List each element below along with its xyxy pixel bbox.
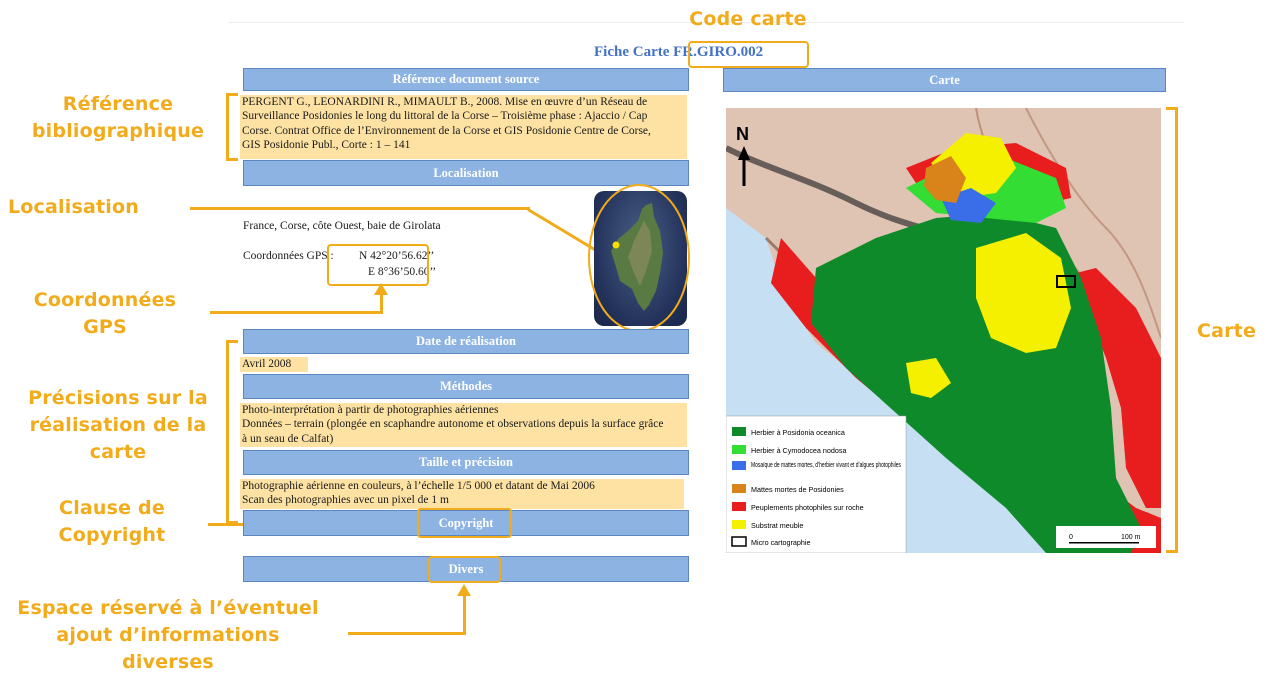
micro-cartography-box [1056,275,1076,288]
legend-label-red: Peuplements photophiles sur roche [751,503,864,512]
code-highlight-box [688,41,809,68]
annotation-coordonnees: Coordonnées GPS [33,289,177,338]
map-contour-2 [1025,108,1161,339]
habitat-substrat-central [976,233,1071,353]
legend-swatch-mosaic [732,461,746,470]
legend-swatch-substrat [732,520,746,529]
legend-label-mosaic: Mosaïque de mattes mortes, d’herbier viv… [751,460,901,469]
legend-label-substrat: Substrat meuble [751,521,803,530]
legend-label-posidonia: Herbier à Posidonia oceanica [751,428,845,437]
arrowhead-espace [457,584,471,596]
connector-espace-up [463,590,466,635]
connector-coordonnees-up [380,290,383,314]
reference-text: PERGENT G., LEONARDINI R., MIMAULT B., 2… [240,95,687,159]
legend-label-mattes: Mattes mortes de Posidonies [751,485,844,494]
north-arrow-icon [738,146,750,160]
north-label: N [736,124,749,144]
gps-lon: E 8°36’50.60’’ [368,266,437,278]
annotation-reference: Référence bibliographique [31,93,205,142]
section-bar-taille: Taille et précision [243,450,689,475]
legend-swatch-posidonia [732,427,746,436]
annotation-code-carte: Code carte [689,8,807,30]
annotation-localisation: Localisation [8,196,139,218]
legend-swatch-mattes [732,484,746,493]
connector-coordonnees [210,311,382,314]
copyright-highlight-box [417,508,512,538]
divers-highlight-box [428,556,501,583]
habitat-substrat-south [906,358,951,398]
annotation-carte: Carte [1196,320,1257,342]
legend-label-cymodocea: Herbier à Cymodocea nodosa [751,446,847,455]
section-bar-reference: Référence document source [243,68,689,91]
map-code: FR.GIRO.002 [673,44,764,60]
section-bar-date: Date de réalisation [243,329,689,354]
legend-items: Herbier à Posidonia oceanica Herbier à C… [731,427,901,547]
legend-swatch-red [732,502,746,511]
page-title: Fiche Carte FR.GIRO.002 [594,44,763,61]
habitat-map-image: N Herbier à Posidonia oceanica Herbier à… [726,108,1161,553]
gps-lat: N 42°20’56.62’’ [359,250,435,262]
methodes-text: Photo-interprétation à partir de photogr… [240,403,687,447]
habitat-red-east [1056,268,1161,508]
legend-swatch-micro [731,536,747,547]
scale-bar: 0 100 m [1056,526,1156,548]
annotation-precisions: Précisions sur la réalisation de la cart… [28,387,208,463]
section-bar-localisation: Localisation [243,160,689,186]
legend-label-micro: Micro cartographie [751,538,811,547]
annotation-espace: Espace réservé à l’éventuel ajout d’info… [17,597,319,673]
title-prefix: Fiche Carte [594,44,670,60]
scale-end: 100 m [1121,534,1141,541]
section-bar-methodes: Méthodes [243,374,689,399]
date-text: Avril 2008 [240,357,308,372]
taille-text: Photographie aérienne en couleurs, à l’é… [240,479,684,509]
annotation-clause: Clause de Copyright [58,497,166,546]
gps-label: Coordonnées GPS : [243,250,334,262]
legend-box [726,415,907,553]
localisation-highlight-ellipse [588,184,690,332]
localisation-place: France, Corse, côte Ouest, baie de Girol… [243,220,441,232]
connector-espace [348,632,466,635]
legend-swatch-cymodocea [732,445,746,454]
arrowhead-coordonnees [374,283,388,295]
habitat-map: N Herbier à Posidonia oceanica Herbier à… [726,108,1161,553]
habitat-mattes-mortes [924,156,966,203]
connector-localisation [190,207,530,210]
scale-zero: 0 [1069,534,1073,541]
section-bar-carte: Carte [723,68,1166,92]
header-rule [228,22,1184,23]
section-bar-copyright: Copyright [243,510,689,536]
gps-highlight-box [327,244,429,286]
